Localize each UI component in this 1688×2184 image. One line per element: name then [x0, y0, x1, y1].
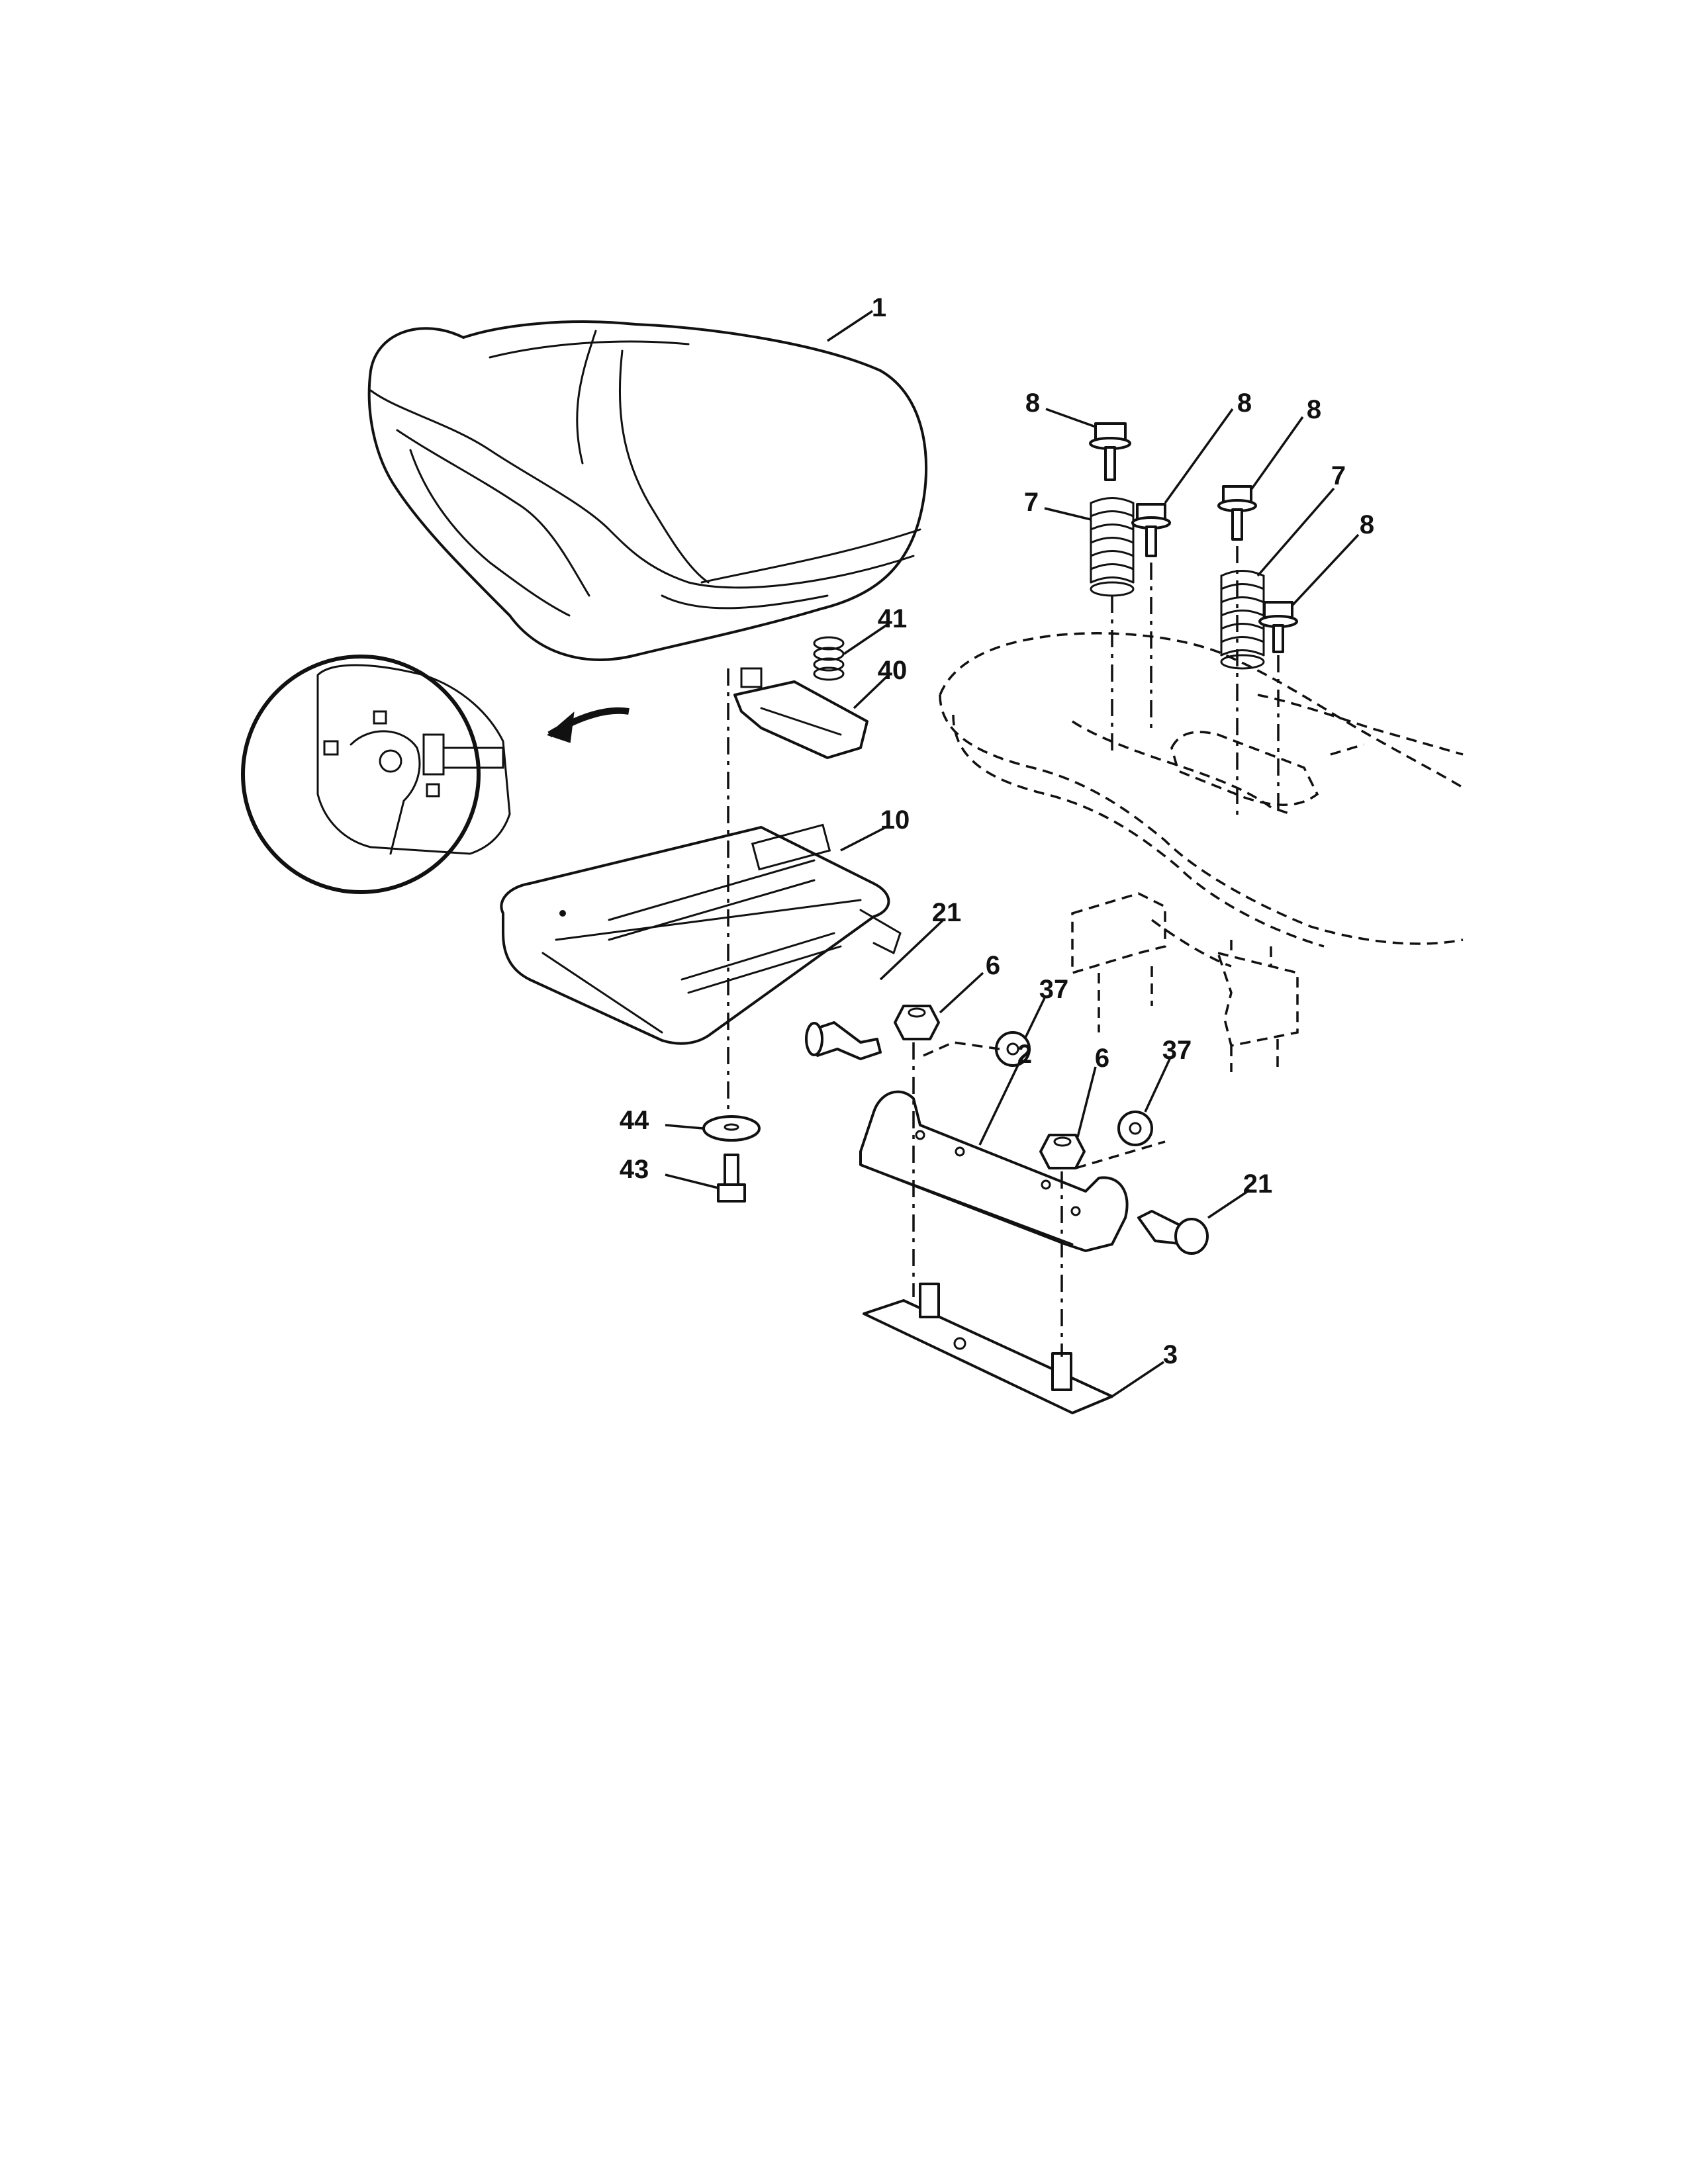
shoulder-bolt-left — [805, 1021, 882, 1060]
detail-inset — [241, 655, 630, 894]
callout-label-3: 3 — [1163, 1340, 1178, 1369]
callout-label-8: 8 — [1360, 510, 1374, 539]
shoulder-bolt-right — [1137, 1210, 1209, 1255]
flange-bolt-4 — [1258, 601, 1298, 653]
seat-pan — [500, 823, 902, 1045]
callout-label-37: 37 — [1039, 975, 1069, 1004]
callout-label-2: 2 — [1017, 1040, 1032, 1069]
callout-label-21: 21 — [1243, 1169, 1273, 1199]
lock-nut-lower — [1039, 1134, 1086, 1169]
flange-bolt-3 — [1217, 485, 1257, 541]
callout-label-40: 40 — [878, 656, 908, 685]
callout-label-7: 7 — [1331, 461, 1346, 490]
lock-nut-upper — [894, 1005, 940, 1040]
seat-spring-left — [1090, 497, 1135, 597]
callout-label-1: 1 — [872, 293, 886, 322]
callout-label-10: 10 — [880, 805, 910, 835]
callout-label-8: 8 — [1237, 388, 1252, 418]
seat — [367, 320, 928, 661]
small-spring — [813, 636, 845, 681]
callout-label-43: 43 — [620, 1155, 649, 1184]
washer — [702, 1115, 761, 1142]
bolt — [717, 1154, 746, 1203]
callout-label-8: 8 — [1025, 388, 1040, 418]
flange-bolt-2 — [1131, 503, 1171, 557]
hex-nut-upper — [995, 1031, 1031, 1067]
flange-bolt-1 — [1089, 422, 1131, 481]
callout-label-6: 6 — [1095, 1044, 1109, 1073]
callout-label-8: 8 — [1307, 395, 1321, 424]
callout-label-44: 44 — [620, 1106, 649, 1135]
alignment-lines — [727, 546, 1280, 1357]
leader-lines — [665, 310, 1360, 1398]
callout-label-7: 7 — [1024, 488, 1039, 517]
seat-spring-right — [1220, 570, 1265, 670]
callout-label-41: 41 — [878, 604, 908, 633]
callout-label-6: 6 — [986, 951, 1000, 980]
callout-label-37: 37 — [1162, 1036, 1192, 1065]
base-plate — [863, 1283, 1113, 1414]
hex-nut-lower — [1117, 1111, 1153, 1146]
callout-label-21: 21 — [932, 898, 962, 927]
fender-outline — [939, 632, 1464, 1072]
seat-bracket — [733, 667, 868, 759]
mounting-bracket — [859, 1090, 1129, 1252]
